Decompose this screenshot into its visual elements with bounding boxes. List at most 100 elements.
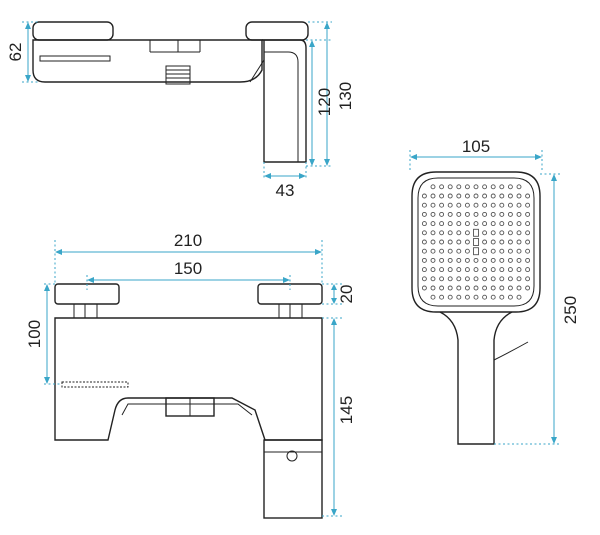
nozzle (482, 257, 488, 263)
nozzle (430, 202, 436, 208)
nozzle (516, 257, 522, 263)
nozzle (516, 202, 522, 208)
nozzle (430, 230, 436, 236)
nozzle (516, 211, 522, 217)
nozzle (490, 294, 496, 300)
nozzle (447, 257, 453, 263)
nozzle (490, 211, 496, 217)
nozzle (456, 267, 462, 273)
nozzle (456, 294, 462, 300)
nozzle (447, 193, 453, 199)
nozzle (430, 221, 436, 227)
hand-shower-head (411, 171, 541, 313)
nozzle (456, 285, 462, 291)
nozzle (439, 211, 445, 217)
nozzle (482, 221, 488, 227)
nozzle (473, 184, 479, 190)
nozzle (421, 257, 427, 263)
nozzle (507, 193, 513, 199)
nozzle (507, 239, 513, 245)
nozzle (490, 239, 496, 245)
hand-shower (409, 150, 560, 445)
nozzle (490, 248, 496, 254)
nozzle (421, 211, 427, 217)
nozzle (464, 248, 470, 254)
nozzle (439, 276, 445, 282)
nozzle (456, 202, 462, 208)
nozzle (499, 285, 505, 291)
nozzle (464, 285, 470, 291)
nozzle (447, 285, 453, 291)
nozzle (456, 257, 462, 263)
nozzle (456, 248, 462, 254)
nozzle (447, 221, 453, 227)
nozzle (516, 184, 522, 190)
nozzle (490, 230, 496, 236)
top-view-right-cap (245, 21, 309, 41)
nozzle (473, 257, 479, 263)
nozzle (439, 248, 445, 254)
top-view-left-cap (32, 21, 114, 41)
nozzle (430, 276, 436, 282)
top-view-spout (262, 39, 307, 163)
dim-label-62: 62 (6, 43, 25, 62)
nozzle (430, 184, 436, 190)
nozzle (421, 230, 427, 236)
nozzle (482, 294, 488, 300)
nozzle (421, 267, 427, 273)
nozzle (516, 221, 522, 227)
nozzle (430, 248, 436, 254)
nozzle (447, 239, 453, 245)
hand-shower-handle (439, 311, 513, 445)
nozzle (490, 193, 496, 199)
top-view-thread (165, 65, 191, 85)
nozzle (447, 211, 453, 217)
nozzle (482, 285, 488, 291)
nozzle (482, 267, 488, 273)
nozzle (421, 202, 427, 208)
nozzle (439, 202, 445, 208)
nozzle (421, 239, 427, 245)
nozzle (490, 267, 496, 273)
dim-label-120: 120 (315, 88, 334, 116)
nozzle (516, 285, 522, 291)
front-slot (61, 381, 129, 388)
nozzle (507, 257, 513, 263)
nozzle (525, 285, 531, 291)
front-right-cap (257, 283, 323, 305)
nozzle (507, 202, 513, 208)
nozzle (421, 248, 427, 254)
nozzle (439, 285, 445, 291)
nozzle (439, 184, 445, 190)
front-left-cap (54, 283, 120, 305)
nozzle (456, 276, 462, 282)
nozzle (447, 184, 453, 190)
nozzle (473, 228, 479, 237)
nozzle (516, 248, 522, 254)
nozzle (507, 221, 513, 227)
nozzle (430, 285, 436, 291)
nozzle (499, 202, 505, 208)
nozzle (525, 221, 531, 227)
nozzle (456, 211, 462, 217)
nozzle (507, 248, 513, 254)
nozzle (473, 238, 479, 246)
nozzle (439, 230, 445, 236)
dim-label-105: 105 (462, 137, 490, 156)
nozzle (525, 239, 531, 245)
nozzle (447, 230, 453, 236)
nozzle (439, 257, 445, 263)
nozzle (525, 267, 531, 273)
nozzle (499, 230, 505, 236)
nozzle (490, 221, 496, 227)
nozzle (482, 202, 488, 208)
nozzle (499, 184, 505, 190)
nozzle (473, 247, 479, 256)
nozzle (430, 294, 436, 300)
nozzle (456, 193, 462, 199)
nozzle (499, 294, 505, 300)
nozzle (499, 267, 505, 273)
nozzle (464, 294, 470, 300)
nozzle (482, 239, 488, 245)
nozzle (439, 221, 445, 227)
